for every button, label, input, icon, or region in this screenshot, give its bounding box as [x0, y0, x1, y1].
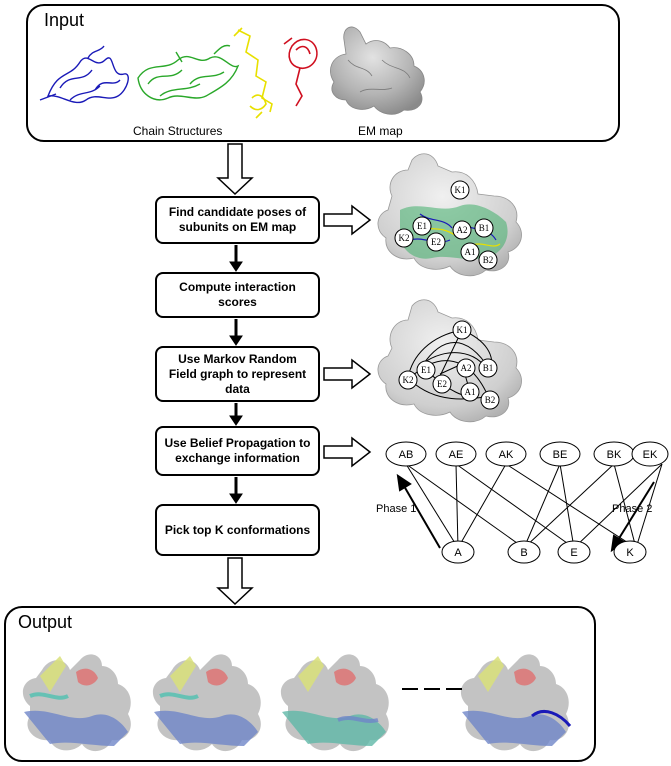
svg-text:EK: EK — [643, 449, 658, 461]
svg-text:B: B — [520, 547, 527, 559]
svg-text:E1: E1 — [417, 221, 427, 231]
node-e2: E2 — [426, 232, 446, 252]
input-title: Input — [44, 10, 85, 30]
pair-node-ae: AE — [435, 441, 477, 467]
mrf-node-a2: A2 — [456, 358, 476, 378]
svg-text:A2: A2 — [461, 363, 472, 373]
svg-text:E2: E2 — [431, 237, 441, 247]
svg-text:A2: A2 — [457, 225, 468, 235]
svg-text:K: K — [626, 547, 634, 559]
mrf-node-b2: B2 — [480, 390, 500, 410]
em-map-mrf — [377, 299, 522, 423]
svg-text:A1: A1 — [465, 247, 476, 257]
step-pick-top-k: Pick top K conformations — [155, 504, 320, 556]
svg-text:B1: B1 — [479, 223, 490, 233]
bp-single-nodes: A B E K — [441, 540, 647, 564]
mrf-node-e1: E1 — [416, 360, 436, 380]
pair-node-ab: AB — [385, 441, 427, 467]
input-panel: Input Chain Structures EM map — [26, 4, 620, 142]
step-find-poses: Find candidate poses of subunits on EM m… — [155, 196, 320, 244]
svg-text:K2: K2 — [403, 375, 414, 385]
pair-node-ek: EK — [631, 441, 669, 467]
pair-node-bk: BK — [593, 441, 635, 467]
mrf-node-e2: E2 — [432, 374, 452, 394]
output-em-maps — [22, 654, 572, 752]
svg-text:K1: K1 — [457, 325, 468, 335]
pair-node-be: BE — [539, 441, 581, 467]
phase-1-label: Phase 1 — [376, 503, 416, 515]
hollow-right-arrows — [323, 204, 372, 468]
svg-text:BK: BK — [607, 449, 622, 461]
map-nodes-poses: K1 E1 K2 E2 A2 B1 A1 B2 — [394, 180, 498, 270]
node-e1: E1 — [412, 216, 432, 236]
mrf-node-k2: K2 — [398, 370, 418, 390]
ellipsis-dash — [446, 688, 462, 690]
step-belief-propagation: Use Belief Propagation to exchange infor… — [155, 426, 320, 476]
svg-text:E: E — [570, 547, 577, 559]
chain-blue-structure — [39, 45, 129, 104]
svg-text:B2: B2 — [485, 395, 496, 405]
svg-text:A: A — [454, 547, 462, 559]
mrf-node-a1: A1 — [460, 382, 480, 402]
chain-structures-caption: Chain Structures — [133, 124, 223, 138]
pair-node-ak: AK — [485, 441, 527, 467]
ellipsis-dash — [424, 688, 440, 690]
node-b2: B2 — [478, 250, 498, 270]
phase-arrows — [396, 473, 655, 553]
svg-text:B1: B1 — [483, 363, 494, 373]
single-node-b: B — [507, 540, 541, 564]
node-a1: A1 — [460, 242, 480, 262]
hollow-down-arrow-input — [216, 143, 254, 196]
svg-text:AE: AE — [449, 449, 464, 461]
svg-text:K1: K1 — [455, 185, 466, 195]
chain-yellow-structure — [233, 27, 273, 119]
hollow-down-arrow-output — [216, 557, 254, 606]
ellipsis-dash — [402, 688, 418, 690]
em-map-candidate-poses — [377, 153, 522, 277]
svg-text:AK: AK — [499, 449, 514, 461]
output-title: Output — [18, 612, 73, 632]
svg-text:BE: BE — [553, 449, 568, 461]
single-node-a: A — [441, 540, 475, 564]
bp-pair-nodes: AB AE AK BE BK EK — [385, 441, 669, 467]
single-node-k: K — [613, 540, 647, 564]
svg-text:A1: A1 — [465, 387, 476, 397]
single-node-e: E — [557, 540, 591, 564]
mrf-node-k1: K1 — [452, 320, 472, 340]
node-b1: B1 — [474, 218, 494, 238]
svg-text:E1: E1 — [421, 365, 431, 375]
chain-red-structure — [283, 37, 318, 107]
svg-text:E2: E2 — [437, 379, 447, 389]
map-nodes-mrf: K1 E1 K2 E2 A2 B1 A1 B2 — [398, 320, 500, 410]
em-map-input — [330, 26, 425, 115]
em-map-caption: EM map — [358, 124, 403, 138]
node-k1: K1 — [450, 180, 470, 200]
svg-text:B2: B2 — [483, 255, 494, 265]
bp-graph-edges — [405, 463, 663, 549]
mrf-node-b1: B1 — [478, 358, 498, 378]
svg-text:AB: AB — [399, 449, 414, 461]
step-interaction-scores: Compute interaction scores — [155, 272, 320, 318]
chain-green-structure — [137, 44, 240, 101]
node-k2: K2 — [394, 228, 414, 248]
node-a2: A2 — [452, 220, 472, 240]
solid-arrows — [229, 245, 243, 504]
phase-2-label: Phase 2 — [612, 503, 652, 515]
svg-text:K2: K2 — [399, 233, 410, 243]
step-mrf-graph: Use Markov Random Field graph to represe… — [155, 346, 320, 402]
